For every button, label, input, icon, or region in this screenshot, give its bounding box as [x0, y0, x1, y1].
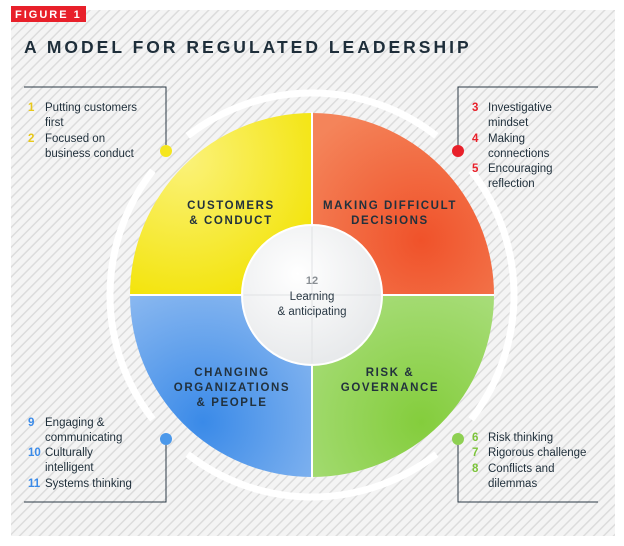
item-number: 3 — [472, 102, 478, 114]
item-number: 8 — [472, 463, 479, 475]
item-number: 2 — [28, 133, 34, 145]
item-text: Putting customers — [45, 102, 137, 114]
item-text: reflection — [488, 178, 535, 190]
item-text: mindset — [488, 117, 529, 129]
center-label-line1: Learning — [290, 291, 335, 303]
quadrant-label-customers-2: & CONDUCT — [189, 215, 272, 227]
connector-bottom-right — [457, 445, 598, 503]
item-text: Investigative — [488, 102, 552, 114]
item-number: 10 — [28, 447, 41, 459]
quadrant-label-risk-2: GOVERNANCE — [341, 382, 439, 394]
dot-blue — [160, 433, 172, 445]
list-bottom-right: 6 Risk thinking 7 Rigorous challenge 8 C… — [472, 432, 586, 490]
item-text: first — [45, 117, 64, 129]
item-text: Systems thinking — [45, 478, 132, 490]
figure-label: FIGURE 1 — [15, 9, 82, 21]
center-number: 12 — [306, 275, 318, 287]
quadrant-label-changing-1: CHANGING — [194, 367, 269, 379]
item-text: Risk thinking — [488, 432, 553, 444]
item-text: dilemmas — [488, 478, 537, 490]
item-number: 1 — [28, 102, 35, 114]
item-number: 6 — [472, 432, 478, 444]
item-number: 11 — [28, 478, 41, 490]
connector-bottom-left — [24, 445, 167, 503]
outer-ring — [106, 89, 518, 501]
item-number: 5 — [472, 163, 479, 175]
dot-green — [452, 433, 464, 445]
item-text: Conflicts and — [488, 463, 554, 475]
item-text: Engaging & — [45, 417, 105, 429]
item-text: communicating — [45, 432, 122, 444]
item-number: 9 — [28, 417, 34, 429]
item-text: Encouraging — [488, 163, 553, 175]
item-text: connections — [488, 148, 550, 160]
connector-top-right — [457, 86, 598, 145]
item-text: Making — [488, 133, 525, 145]
item-number: 7 — [472, 447, 478, 459]
page-title: A MODEL FOR REGULATED LEADERSHIP — [24, 37, 472, 57]
dot-yellow — [160, 145, 172, 157]
quadrant-label-customers-1: CUSTOMERS — [187, 200, 275, 212]
figure-label-box — [11, 6, 86, 22]
item-text: intelligent — [45, 462, 94, 474]
item-text: business conduct — [45, 148, 135, 160]
quadrant-label-changing-3: & PEOPLE — [197, 397, 268, 409]
list-top-right: 3 Investigative mindset 4 Making connect… — [472, 102, 553, 190]
dot-red — [452, 145, 464, 157]
quadrant-label-decisions-2: DECISIONS — [351, 215, 429, 227]
list-bottom-left: 9 Engaging & communicating 10 Culturally… — [28, 417, 132, 490]
center-label-line2: & anticipating — [277, 306, 346, 318]
item-text: Rigorous challenge — [488, 447, 586, 459]
item-number: 4 — [472, 133, 479, 145]
item-text: Culturally — [45, 447, 93, 459]
item-text: Focused on — [45, 133, 105, 145]
quadrant-label-changing-2: ORGANIZATIONS — [174, 382, 290, 394]
quadrant-label-decisions-1: MAKING DIFFICULT — [323, 200, 457, 212]
quadrant-label-risk-1: RISK & — [366, 367, 415, 379]
list-top-left: 1 Putting customers first 2 Focused on b… — [28, 102, 137, 160]
connector-top-left — [24, 86, 167, 145]
